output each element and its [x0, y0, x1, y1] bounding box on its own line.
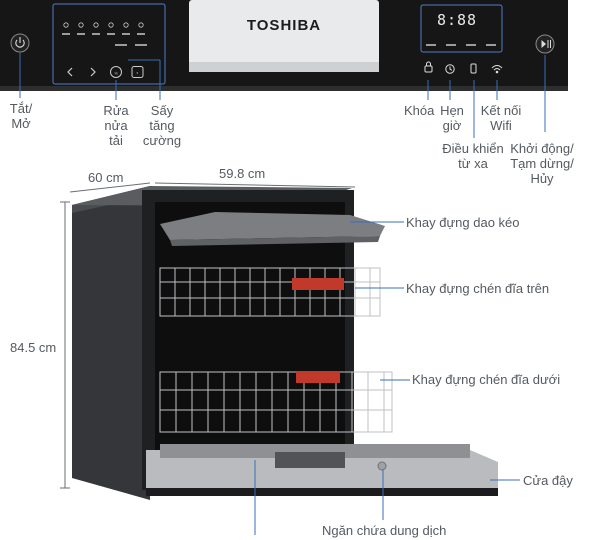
panel-edge: [0, 86, 568, 91]
program-box: [52, 3, 166, 85]
lower-rack-handle: [296, 371, 340, 383]
wifi-icon: [491, 65, 503, 71]
door-inner: [146, 450, 498, 490]
part-callout-lines: [254, 221, 520, 535]
label-power: Tắt/Mở: [9, 101, 33, 131]
dimension-height: 84.5 cm: [10, 340, 57, 355]
cutlery-tray: [160, 212, 385, 240]
time-display: 8:88: [436, 11, 478, 29]
remote-icon: [470, 63, 477, 74]
label-lower-rack: Khay đựng chén đĩa dưới: [412, 372, 561, 387]
svg-text:◐: ◐: [136, 70, 138, 75]
program-icons: [63, 22, 144, 28]
dishwasher-body: [72, 186, 498, 500]
lock-icon: [424, 65, 433, 73]
panel-callout-lines: [19, 53, 546, 138]
control-panel: ½ ◐: [0, 0, 568, 91]
brand-logo: TOSHIBA: [246, 17, 322, 34]
dimension-lines: [60, 182, 356, 489]
side-panel: [72, 186, 150, 500]
label-door: Cửa đậy: [523, 473, 573, 488]
right-control-icons: [424, 61, 503, 74]
door-edge: [146, 488, 498, 496]
program-indicator-dashes: [62, 33, 147, 46]
label-lock: Khóa: [404, 103, 435, 118]
prev-arrow-icon: [67, 67, 73, 77]
timer-icon: [445, 64, 455, 74]
half-load-icon: [110, 66, 122, 78]
label-upper-rack: Khay đựng chén đĩa trên: [406, 281, 550, 296]
dimension-depth: 60 cm: [88, 170, 124, 185]
handle-shadow: [189, 62, 379, 72]
display-box: [420, 4, 503, 53]
svg-text:½: ½: [114, 71, 118, 76]
label-start: Khởi động/Tạm dừng/Hủy: [510, 141, 574, 186]
dimension-width: 59.8 cm: [219, 166, 266, 181]
handle-panel: [189, 0, 379, 72]
label-detergent: Ngăn chứa dung dịch: [322, 523, 447, 538]
upper-rack-handle: [292, 278, 344, 290]
detergent-compartment: [275, 452, 345, 468]
extra-dry-icon: [131, 66, 144, 78]
label-cutlery-tray: Khay đựng dao kéo: [406, 215, 520, 230]
next-arrow-icon: [90, 67, 96, 77]
